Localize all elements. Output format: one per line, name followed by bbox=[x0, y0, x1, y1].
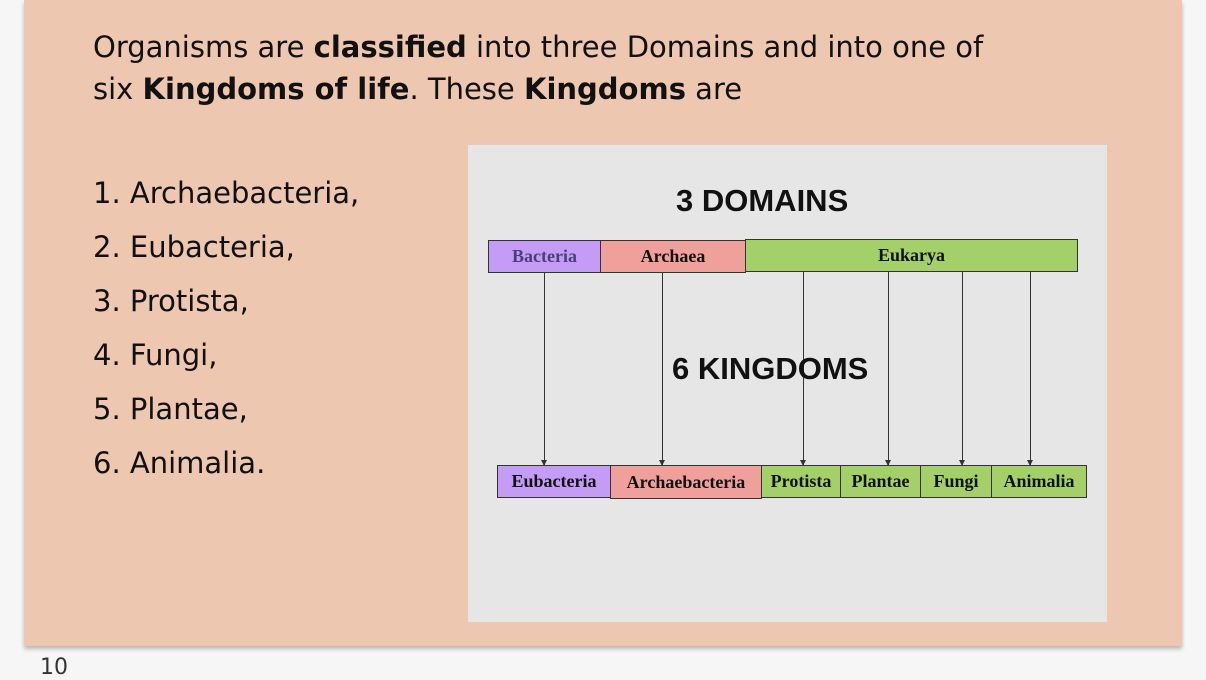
arrow bbox=[800, 272, 806, 466]
kingdom-archaebacteria: Archaebacteria bbox=[610, 465, 762, 499]
kingdoms-title: 6 KINGDOMS bbox=[672, 351, 869, 386]
domain-bacteria: Bacteria bbox=[488, 240, 601, 273]
intro-text: Organisms are classified into three Doma… bbox=[93, 26, 1013, 110]
arrow bbox=[885, 272, 891, 466]
arrow bbox=[659, 273, 665, 466]
intro-part: into three Domains and into one of six bbox=[93, 30, 984, 106]
list-item: 4. Fungi, bbox=[93, 338, 218, 372]
intro-part: are bbox=[685, 72, 743, 106]
kingdom-animalia: Animalia bbox=[991, 465, 1087, 498]
arrow bbox=[1027, 272, 1033, 466]
intro-part: Organisms are bbox=[93, 30, 314, 64]
kingdom-fungi: Fungi bbox=[920, 465, 992, 498]
domains-title: 3 DOMAINS bbox=[676, 183, 849, 218]
kingdom-plantae: Plantae bbox=[840, 465, 921, 498]
arrow bbox=[541, 273, 547, 466]
intro-bold: classified bbox=[313, 30, 467, 64]
list-item: 5. Plantae, bbox=[93, 392, 248, 426]
intro-bold: Kingdoms bbox=[523, 72, 686, 106]
intro-bold: Kingdoms of life bbox=[142, 72, 410, 106]
list-item: 2. Eubacteria, bbox=[93, 230, 295, 264]
arrow bbox=[959, 272, 965, 466]
list-item: 6. Animalia. bbox=[93, 446, 266, 480]
domain-archaea: Archaea bbox=[600, 240, 746, 273]
domains-kingdoms-diagram: 3 DOMAINS Bacteria Archaea Eukarya 6 KIN… bbox=[468, 145, 1107, 622]
list-item: 1. Archaebacteria, bbox=[93, 176, 360, 210]
slide: Organisms are classified into three Doma… bbox=[24, 0, 1182, 646]
kingdom-protista: Protista bbox=[761, 465, 841, 498]
kingdom-eubacteria: Eubacteria bbox=[497, 465, 611, 498]
domain-eukarya: Eukarya bbox=[745, 239, 1078, 272]
intro-part: . These bbox=[409, 72, 524, 106]
page-number: 10 bbox=[40, 655, 68, 680]
kingdom-list: 1. Archaebacteria, 2. Eubacteria, 3. Pro… bbox=[93, 168, 359, 492]
list-item: 3. Protista, bbox=[93, 284, 249, 318]
